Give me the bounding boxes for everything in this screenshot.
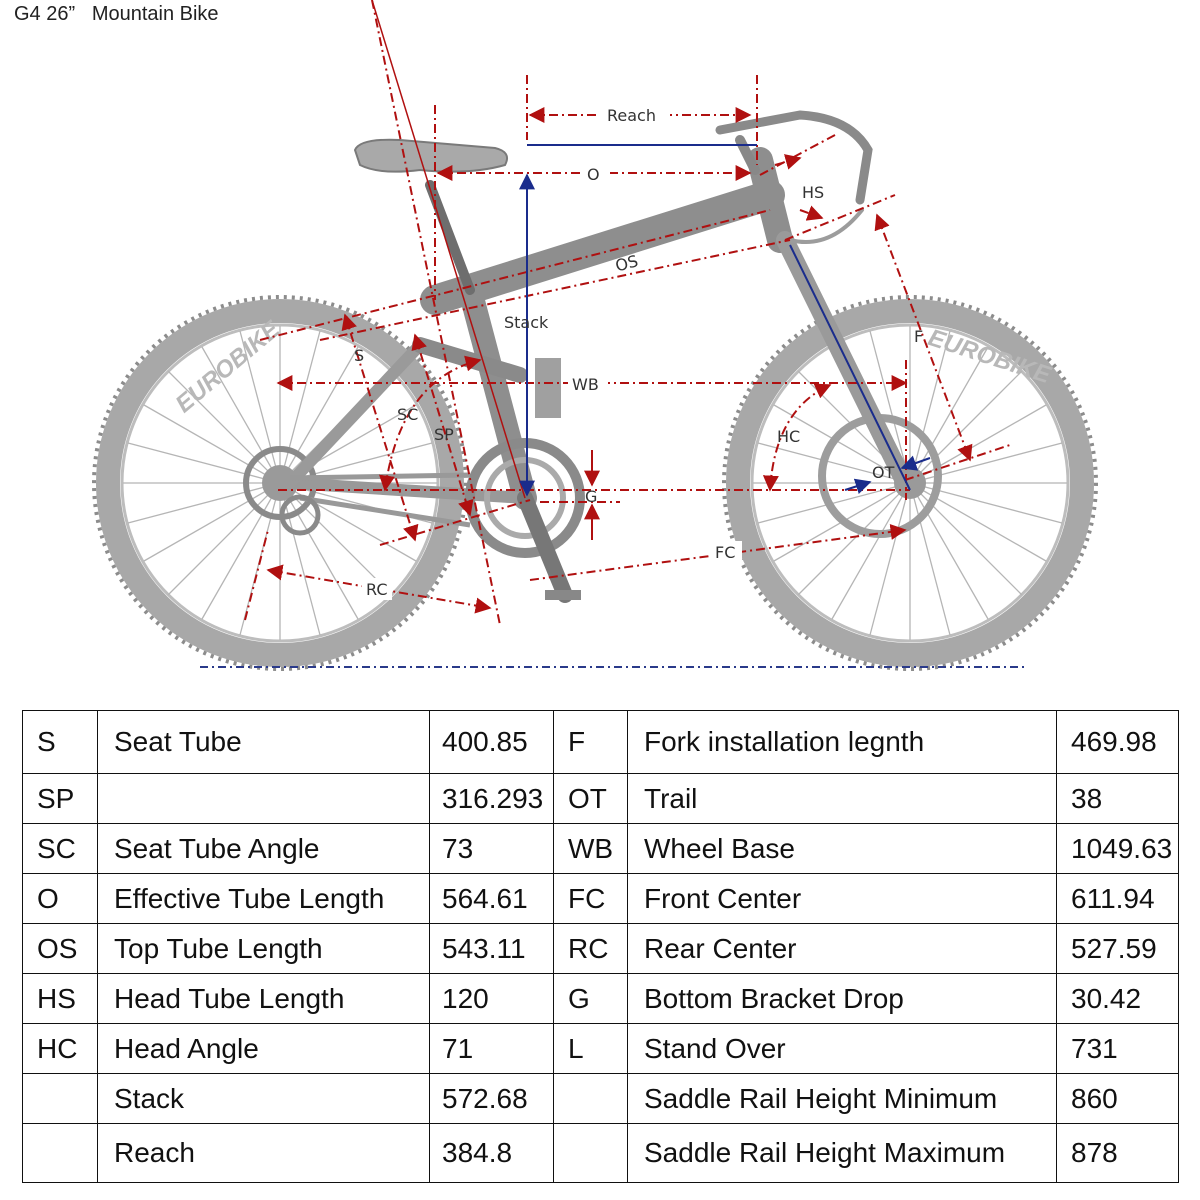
spec-value-2: 38 (1056, 773, 1179, 824)
spec-value-2: 30.42 (1056, 973, 1179, 1024)
spec-value-2: 731 (1056, 1023, 1179, 1074)
label-fc: FC (715, 543, 735, 562)
spec-code: OS (22, 923, 98, 974)
spec-code-2: RC (553, 923, 628, 974)
label-sc: SC (397, 405, 418, 424)
spec-value: 120 (429, 973, 554, 1024)
label-g: G (585, 487, 597, 506)
label-stack: Stack (504, 313, 549, 332)
spec-name: Top Tube Length (97, 923, 430, 974)
label-f: F (914, 327, 923, 346)
label-ot: OT (872, 463, 895, 482)
dimension-labels: Reach O HS OS Stack F S WB SC SP HC OT G… (354, 103, 923, 600)
spec-name (97, 773, 430, 824)
spec-code: O (22, 873, 98, 924)
spec-name: Seat Tube Angle (97, 823, 430, 874)
label-hs: HS (802, 183, 824, 202)
spec-value: 543.11 (429, 923, 554, 974)
spec-name: Head Tube Length (97, 973, 430, 1024)
label-sp: SP (434, 425, 454, 444)
spec-value: 384.8 (429, 1123, 554, 1183)
spec-code: SC (22, 823, 98, 874)
label-hc: HC (777, 427, 800, 446)
spec-value: 71 (429, 1023, 554, 1074)
spec-value-2: 860 (1056, 1073, 1179, 1124)
spec-code: SP (22, 773, 98, 824)
spec-name: Stack (97, 1073, 430, 1124)
spec-name-2: Rear Center (627, 923, 1057, 974)
spec-code: HC (22, 1023, 98, 1074)
spec-name-2: Stand Over (627, 1023, 1057, 1074)
stack-lines (519, 144, 931, 497)
page-title: G4 26” Mountain Bike (14, 3, 219, 25)
spec-code (22, 1123, 98, 1183)
spec-name: Seat Tube (97, 710, 430, 774)
bike-geometry-diagram: EUROBIKE EUROBIKE (92, 0, 1098, 671)
spec-code: S (22, 710, 98, 774)
spec-code-2: FC (553, 873, 628, 924)
spec-code-2: L (553, 1023, 628, 1074)
spec-name-2: Saddle Rail Height Maximum (627, 1123, 1057, 1183)
spec-name: Head Angle (97, 1023, 430, 1074)
spec-code-2 (553, 1123, 628, 1183)
spec-code-2: WB (553, 823, 628, 874)
label-wb: WB (572, 375, 599, 394)
spec-value-2: 611.94 (1056, 873, 1179, 924)
label-o: O (587, 165, 600, 184)
label-reach: Reach (607, 106, 656, 125)
spec-code-2: G (553, 973, 628, 1024)
spec-value-2: 878 (1056, 1123, 1179, 1183)
spec-value-2: 1049.63 (1056, 823, 1179, 874)
spec-name-2: Front Center (627, 873, 1057, 924)
spec-name: Effective Tube Length (97, 873, 430, 924)
spec-value: 564.61 (429, 873, 554, 924)
spec-value-2: 527.59 (1056, 923, 1179, 974)
label-s: S (354, 346, 364, 365)
label-rc: RC (366, 580, 388, 599)
spec-name-2: Trail (627, 773, 1057, 824)
spec-code-2: OT (553, 773, 628, 824)
spec-value: 316.293 (429, 773, 554, 824)
spec-value: 400.85 (429, 710, 554, 774)
spec-value: 73 (429, 823, 554, 874)
spec-name-2: Wheel Base (627, 823, 1057, 874)
spec-code-2: F (553, 710, 628, 774)
spec-code (22, 1073, 98, 1124)
spec-name-2: Saddle Rail Height Minimum (627, 1073, 1057, 1124)
spec-name-2: Fork installation legnth (627, 710, 1057, 774)
spec-code-2 (553, 1073, 628, 1124)
spec-name-2: Bottom Bracket Drop (627, 973, 1057, 1024)
spec-value-2: 469.98 (1056, 710, 1179, 774)
saddle (353, 138, 508, 173)
spec-code: HS (22, 973, 98, 1024)
spec-value: 572.68 (429, 1073, 554, 1124)
spec-name: Reach (97, 1123, 430, 1183)
